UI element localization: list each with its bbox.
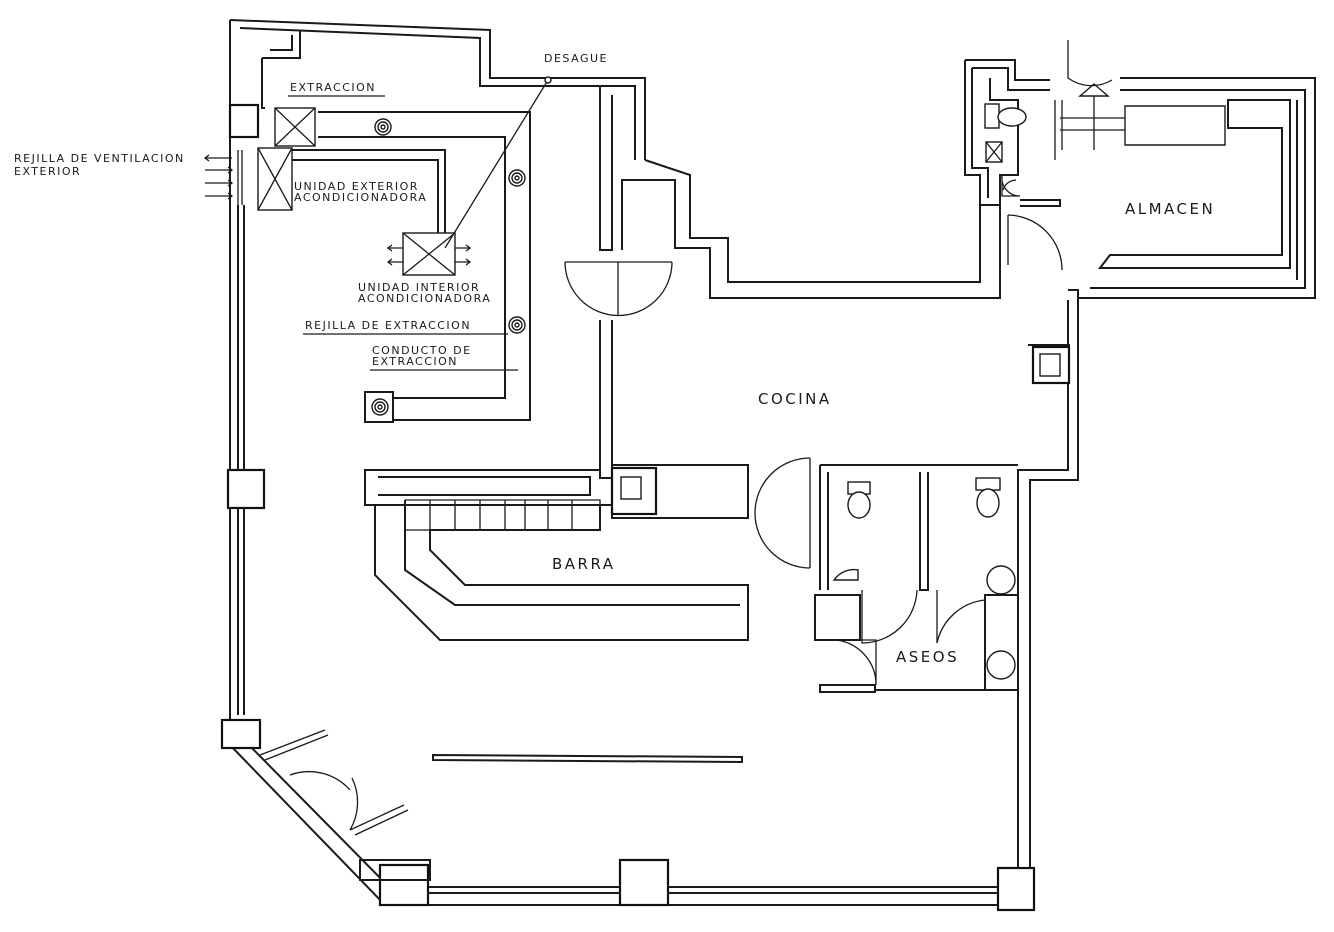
column [378,863,430,907]
room-cocina: COCINA [758,390,832,408]
extraction-grille-2 [508,169,526,187]
toilet-icon [975,477,1001,518]
exterior-walls [229,19,1316,906]
sink-icon [986,650,1016,680]
label-unidad-exterior: UNIDAD EXTERIOR [294,180,419,193]
column [220,718,262,750]
doors [259,40,1113,881]
toilet-icon [984,103,1027,129]
structural-columns [220,103,1071,912]
label-acondicionadora-exterior: ACONDICIONADORA [294,191,427,204]
column [618,858,670,907]
label-extraccion: EXTRACCION [290,81,376,94]
label-desague: DESAGUE [544,52,608,65]
room-barra: BARRA [552,555,616,573]
column [228,103,260,139]
sink-icon [832,568,859,581]
column-inner [1039,353,1061,377]
label-rejilla-extraccion: REJILLA DE EXTRACCION [305,319,471,332]
toilet-icon [847,481,871,519]
label-unidad-interior: UNIDAD INTERIOR [358,281,480,294]
label-acondicionadora-interior: ACONDICIONADORA [358,292,491,305]
column-inner [620,476,642,500]
sink-icon [986,565,1016,595]
fixtures [832,103,1061,680]
room-aseos: ASEOS [896,648,959,666]
back-counter-line [432,753,743,764]
annotations: DESAGUE EXTRACCION REJILLA DE VENTILACIO… [14,52,1215,666]
hvac-system [203,30,552,423]
extraction-grille-3 [508,316,526,334]
label-conducto-extraccion: EXTRACCION [372,355,458,368]
extraction-grille-4 [371,398,389,416]
room-almacen: ALMACEN [1125,200,1215,218]
column [226,468,266,510]
interior-walls [364,85,1070,693]
column [996,866,1036,912]
label-exterior: EXTERIOR [14,165,81,178]
extraction-grille-1 [374,118,392,136]
label-conducto: CONDUCTO DE [372,344,472,357]
label-rejilla-ventilacion: REJILLA DE VENTILACION [14,152,185,165]
bar-counter [374,499,749,641]
